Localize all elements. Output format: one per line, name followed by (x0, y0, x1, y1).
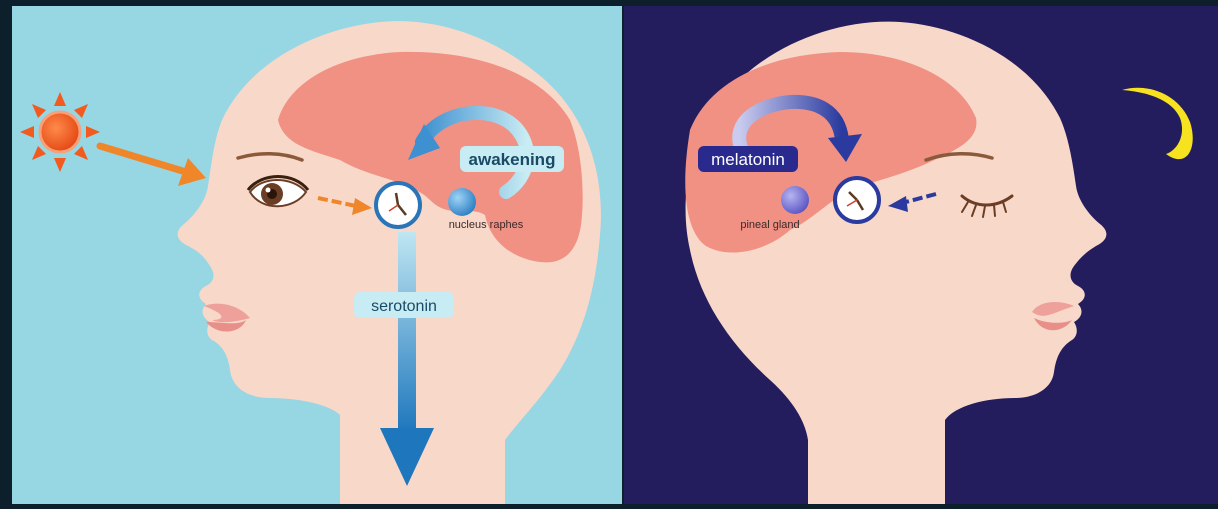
pineal-gland-ball (781, 186, 809, 214)
day-panel: awakening nucleus raphes serotonin (12, 6, 622, 504)
melatonin-label: melatonin (711, 150, 785, 169)
nucleus-raphes-ball (448, 188, 476, 216)
night-clock-icon (835, 178, 879, 222)
nucleus-raphes-label: nucleus raphes (449, 219, 524, 231)
sun-icon (20, 92, 100, 172)
serotonin-label: serotonin (371, 298, 437, 315)
pineal-gland-label: pineal gland (740, 219, 799, 231)
night-panel: melatonin pineal gland (624, 6, 1218, 504)
awakening-label: awakening (469, 150, 556, 169)
clock-icon (376, 183, 420, 227)
